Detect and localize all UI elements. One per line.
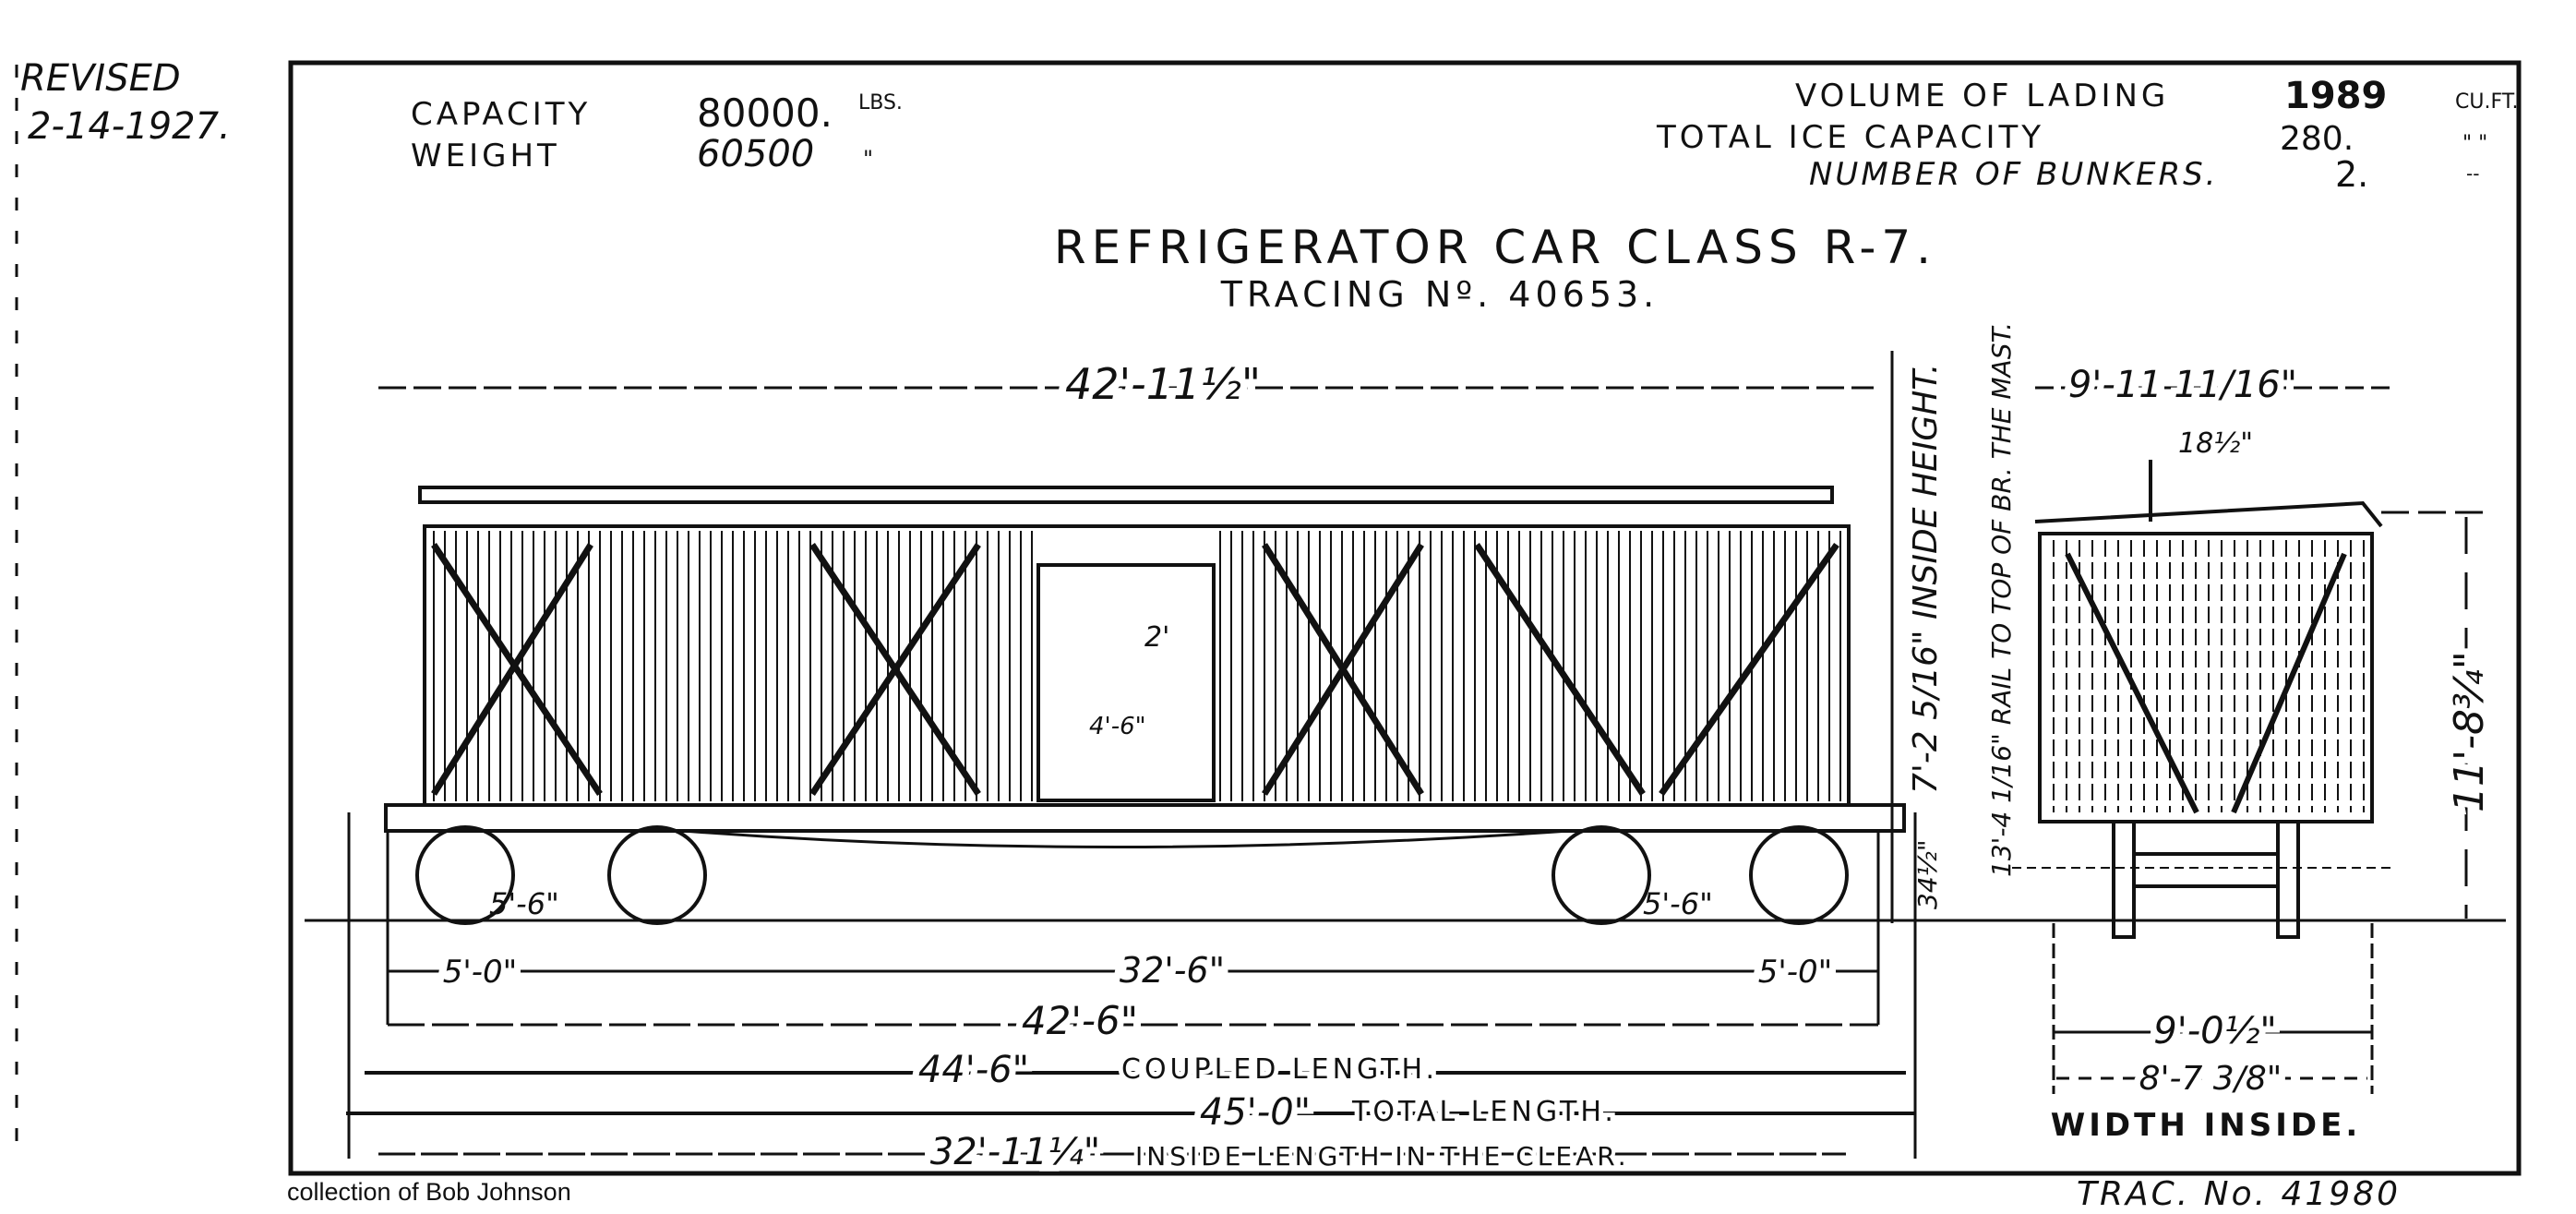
wheelbase-right-label: 5'-6" [1643,886,1713,921]
underframe-sill [384,803,1906,833]
revision-date: 2-14-1927. [28,105,231,148]
body-length-label: 42'-6" [1022,998,1138,1043]
side-view-car: 2' 4'-6" 5'-6" 5'-6" [305,486,2506,925]
end-brace-left [2065,552,2199,814]
diagonal-brace [809,543,981,796]
revision-label: REVISED [20,57,181,100]
diagonal-brace [1659,542,1839,797]
wheel [607,825,707,925]
trac-number: TRAC. No. 41980 [2077,1175,2401,1213]
inside-height-label: 7'-2 5/16" INSIDE HEIGHT. [1907,364,1945,794]
truck-end-left-label: 5'-0" [443,954,518,991]
volume-label: VOLUME OF LADING [1795,78,2169,114]
capacity-unit: LBS. [858,91,903,114]
width-inside-value: 8'-7 3/8" [2139,1060,2282,1098]
end-height-label: 11'-8¾" [2446,651,2493,812]
bunkers-label: NUMBER OF BUNKERS. [1809,156,2218,193]
roof [418,486,1834,504]
tracing-number: TRACING Nº. 40653. [1220,274,1659,315]
diagonal-brace [431,543,593,796]
bunkers-unit: -- [2466,162,2479,185]
end-wheel-left [2112,820,2136,939]
credit-caption: collection of Bob Johnson [287,1178,571,1206]
end-axle [2134,852,2278,888]
width-inside-label: WIDTH INSIDE. [2051,1107,2361,1144]
trucks [415,825,1849,925]
weight-label: WEIGHT [411,138,560,174]
end-wheel-right [2276,820,2300,939]
end-brace-right [2231,552,2347,814]
inside-length-label: INSIDE LENGTH IN THE CLEAR. [1135,1141,1630,1172]
inside-length-value: 32'-11¼" [930,1131,1100,1173]
wheel [415,825,515,925]
coupler-height-label: 34½" [1912,839,1943,909]
end-offset-label: 18½" [2178,427,2253,460]
top-length-label: 42'-11½" [1065,359,1261,409]
ice-value: 280. [2280,120,2354,158]
total-length-value: 45'-0" [1200,1091,1311,1134]
bunkers-value: 2. [2335,154,2368,195]
volume-value: 1989 [2284,75,2387,117]
door [1036,563,1216,802]
drawing-title: REFRIGERATOR CAR CLASS R-7. [1054,221,1936,274]
wheelbase-left-label: 5'-6" [489,886,559,921]
truck-centers-label: 32'-6" [1120,950,1225,991]
weight-value: 60500 [697,133,814,175]
diagonal-brace [431,543,603,796]
volume-unit: CU.FT. [2455,90,2519,114]
end-width-label: 9'-11 11/16" [2068,364,2297,406]
weight-unit: " [863,146,873,172]
capacity-value: 80000. [697,90,833,136]
wheel [1552,825,1651,925]
end-body [2038,532,2374,823]
ice-label: TOTAL ICE CAPACITY [1656,119,2044,156]
end-planks [2053,540,2365,812]
truck-end-right-label: 5'-0" [1758,954,1833,991]
total-length-label: TOTAL LENGTH. [1351,1096,1617,1128]
end-view-car: 9'-11 11/16" 18½" 11'-8¾" 9'-0½" 8'-7 3/… [2012,357,2499,1144]
door-height-label: 2' [1144,621,1169,654]
width-over-label: 9'-0½" [2153,1010,2277,1052]
wheel [1749,825,1849,925]
diagonal-brace [1262,543,1424,796]
sheet-border [288,60,2522,1176]
diagonal-braces [431,542,1839,797]
coupled-length-value: 44'-6" [918,1049,1029,1091]
door-width-label: 4'-6" [1089,713,1146,740]
length-dimensions: 5'-0" 32'-6" 5'-0" 42'-6" 44'-6" COUPLED… [346,812,1917,1180]
capacity-label: CAPACITY [411,96,591,133]
rail-to-brake-label: 13'-4 1/16" RAIL TO TOP OF BR. THE MAST. [1986,322,2017,877]
diagonal-brace [1474,543,1646,796]
coupled-length-label: COUPLED LENGTH. [1121,1053,1438,1086]
fishbelly-center-sill [682,829,1570,848]
ice-unit: " " [2462,132,2487,155]
end-roof [2034,500,2383,528]
